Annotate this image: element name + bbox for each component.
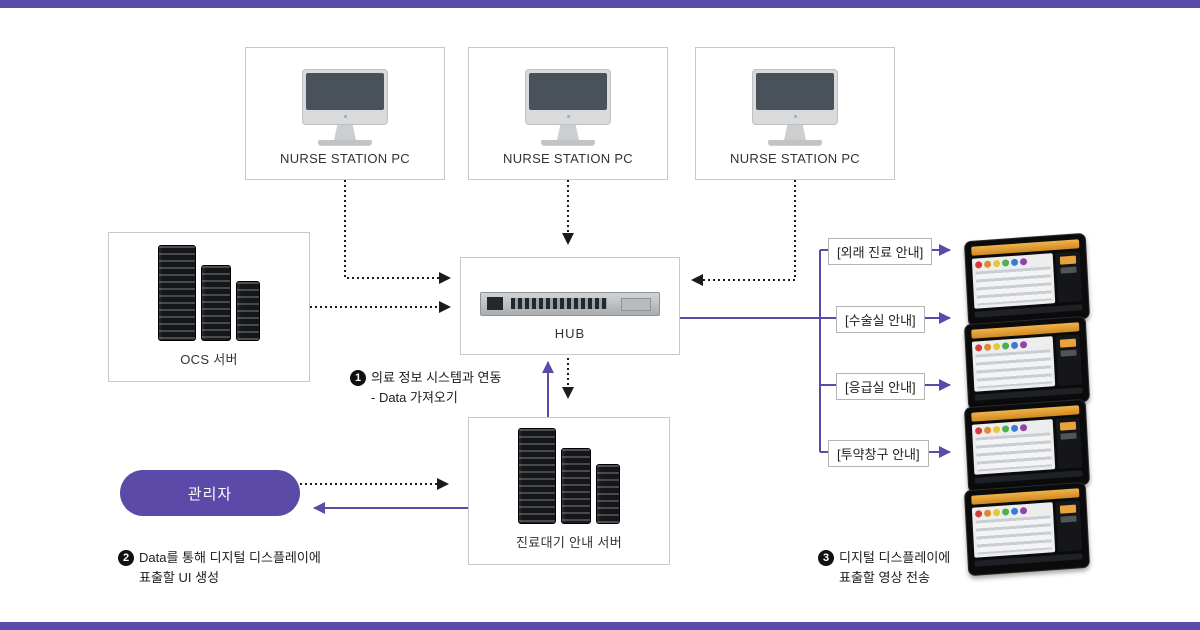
hub-label: HUB [554,326,586,341]
network-switch-icon [480,292,660,316]
digital-display-1 [963,232,1091,328]
nurse-station-pc-3-box: NURSE STATION PC [695,47,895,180]
bottom-accent-bar [0,622,1200,630]
annotation-step3: 3 디지털 디스플레이에 표출할 영상 전송 [818,548,950,588]
nurse-station-pc-2-label: NURSE STATION PC [503,151,633,166]
clock-glyph [1059,421,1077,431]
annotation-step3-line2: 표출할 영상 전송 [839,570,930,586]
nurse-station-pc-1-label: NURSE STATION PC [280,151,410,166]
server-rack-icon [518,428,620,524]
annotation-step1: 1 의료 정보 시스템과 연동 - Data 가져오기 [350,368,501,408]
imac-icon [525,69,611,145]
display-clock-panel [1055,251,1083,303]
display-clock-panel [1055,500,1083,552]
display-content-grid [971,336,1056,392]
ocs-server-box: OCS 서버 [108,232,310,382]
display-content-grid [971,253,1056,309]
wait-server-box: 진료대기 안내 서버 [468,417,670,565]
route-label-pharmacy-window: [투약창구 안내] [828,440,929,467]
clock-glyph [1059,255,1077,265]
ocs-server-label: OCS 서버 [180,352,238,367]
server-rack-icon [158,245,260,341]
annotation-step2-line2: 표출할 UI 생성 [139,570,220,586]
clock-glyph [1059,338,1077,348]
display-content-grid [971,419,1056,475]
display-clock-panel [1055,334,1083,386]
top-accent-bar [0,0,1200,8]
nurse-station-pc-1-box: NURSE STATION PC [245,47,445,180]
wait-server-label: 진료대기 안내 서버 [516,535,622,550]
route-label-outpatient: [외래 진료 안내] [828,238,933,265]
digital-display-3 [963,398,1091,494]
annotation-step1-line1: 의료 정보 시스템과 연동 [371,370,502,385]
hub-to-displays-trunk [680,250,821,452]
annotation-step3-line1: 디지털 디스플레이에 [839,550,951,565]
hub-box: HUB [460,257,680,355]
step3-number-icon: 3 [818,550,834,567]
display-clock-panel [1055,417,1083,469]
arrow-pc3-to-hub [691,180,796,286]
arrow-pc1-to-hub [344,180,451,284]
route-label-emergency-room: [응급실 안내] [836,373,925,400]
annotation-step2: 2 Data를 통해 디지털 디스플레이에 표출할 UI 생성 [118,548,321,588]
step2-number-icon: 2 [118,550,134,567]
step1-number-icon: 1 [350,370,366,387]
display-content-grid [971,502,1056,558]
annotation-step1-line2: - Data 가져오기 [371,390,458,406]
nurse-station-pc-2-box: NURSE STATION PC [468,47,668,180]
digital-display-2 [963,315,1091,411]
imac-icon [302,69,388,145]
clock-glyph [1059,504,1077,514]
admin-badge: 관리자 [120,470,300,516]
annotation-step2-line1: Data를 통해 디지털 디스플레이에 [139,550,321,565]
digital-display-4 [963,481,1091,577]
route-label-operating-room: [수술실 안내] [836,306,925,333]
imac-icon [752,69,838,145]
nurse-station-pc-3-label: NURSE STATION PC [730,151,860,166]
